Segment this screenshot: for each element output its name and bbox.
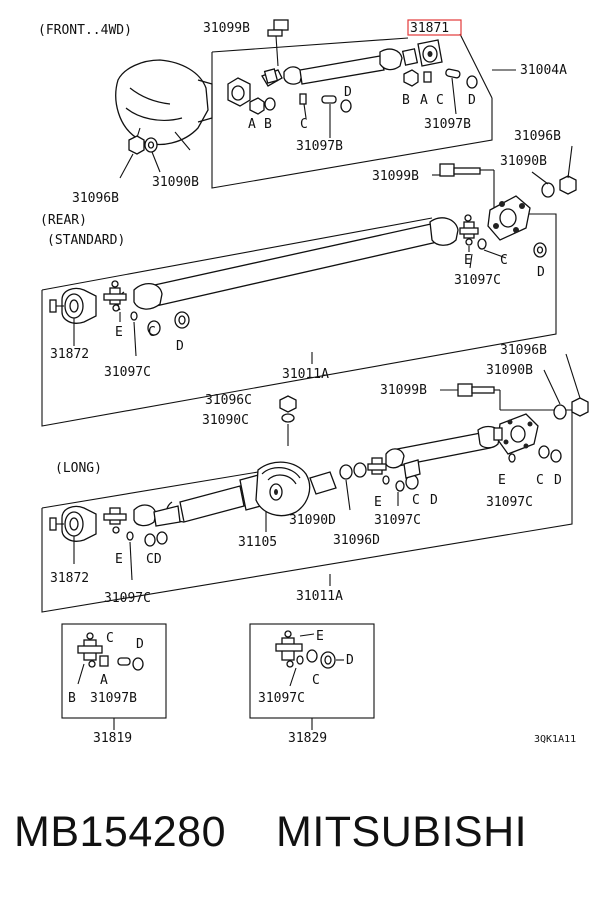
- center-bearing-nut-31096c: [279, 395, 297, 446]
- front-joint-parts-right: [403, 68, 478, 115]
- standard-header: (STANDARD): [47, 233, 125, 248]
- rear-spider-right: [459, 214, 547, 269]
- rear-nut-washer-top: [531, 145, 577, 198]
- label-31099b-front: 31099B: [203, 21, 250, 36]
- label-rear-d2: D: [176, 339, 184, 354]
- long-intermediate-joint: [309, 457, 419, 511]
- label-31097b-front-right: 31097B: [424, 117, 471, 132]
- label-front-d2: D: [468, 93, 476, 108]
- rear-standard-tube: [117, 217, 459, 311]
- label-rear-c2: C: [148, 325, 156, 340]
- label-front-c1: C: [300, 117, 308, 132]
- label-31090d: 31090D: [289, 513, 336, 528]
- label-31097c-rear-right: 31097C: [454, 273, 501, 288]
- part-number-line: MB154280 MITSUBISHI: [14, 808, 594, 857]
- label-31105: 31105: [238, 535, 277, 550]
- kit-31829: E D C 31097C 31829: [249, 623, 375, 746]
- label-31090b-rear: 31090B: [500, 154, 547, 169]
- label-31097c-long-right: 31097C: [486, 495, 533, 510]
- label-kit1-c: C: [106, 631, 114, 646]
- long-bolt-31099b: [457, 383, 501, 410]
- drive-shaft-exploded-view: (FRONT..4WD) (REAR) (STANDARD) (LONG): [38, 19, 589, 746]
- label-31097b-front-left: 31097B: [296, 139, 343, 154]
- rear-standard-section: 31099B 31096B 31090B E C D 31097C 31872 …: [41, 129, 577, 427]
- label-long-e1: E: [498, 473, 506, 488]
- front-4wd-header: (FRONT..4WD): [38, 23, 132, 38]
- label-rear-d1: D: [537, 265, 545, 280]
- rear-header: (REAR): [40, 213, 87, 228]
- label-31819: 31819: [93, 731, 132, 746]
- label-31872-long: 31872: [50, 571, 89, 586]
- label-31096b-rear: 31096B: [514, 129, 561, 144]
- label-31011a-long: 31011A: [296, 589, 343, 604]
- label-rear-c1: C: [500, 253, 508, 268]
- long-flange-yoke: [493, 413, 562, 463]
- label-kit1-d: D: [136, 637, 144, 652]
- rear-flange-yoke: [487, 195, 531, 241]
- highlight-31871: [407, 19, 462, 36]
- label-long-d1: D: [554, 473, 562, 488]
- label-kit2-c: C: [312, 673, 320, 688]
- label-31011a-rear: 31011A: [282, 367, 329, 382]
- label-long-d2: D: [430, 493, 438, 508]
- label-31872-rear: 31872: [50, 347, 89, 362]
- front-joint-parts-left: [249, 93, 352, 138]
- label-31097b-kit: 31097B: [90, 691, 137, 706]
- label-31097c-rear-left: 31097C: [104, 365, 151, 380]
- label-long-e4: E: [115, 552, 123, 567]
- label-kit1-a: A: [100, 673, 108, 688]
- front-bolt-31099b: [267, 19, 289, 67]
- label-31829: 31829: [288, 731, 327, 746]
- front-section: 31099B 31871 31004A A B C D 31097B B A C…: [72, 19, 567, 206]
- brand-name: MITSUBISHI: [276, 808, 528, 856]
- label-long-c2: C: [412, 493, 420, 508]
- label-rear-e1: E: [464, 253, 472, 268]
- front-differential-housing: [115, 59, 213, 151]
- label-front-b2: B: [402, 93, 410, 108]
- long-header: (LONG): [55, 461, 102, 476]
- long-rear-tube: [385, 425, 501, 479]
- label-front-a2: A: [420, 93, 428, 108]
- front-left-nut-and-washer: [119, 135, 161, 179]
- long-nut-washer-top: [543, 353, 589, 420]
- label-kit2-d: D: [346, 653, 354, 668]
- label-front-a1: A: [248, 117, 256, 132]
- part-number: MB154280: [14, 808, 226, 856]
- front-propeller-shaft: [227, 39, 443, 107]
- label-long-e2: E: [374, 495, 382, 510]
- label-31097c-long-left: 31097C: [104, 591, 151, 606]
- label-31090b-long: 31090B: [486, 363, 533, 378]
- rear-bolt-31099b: [439, 163, 495, 214]
- drawing-code: 3QK1A11: [534, 734, 576, 745]
- label-31096b-long: 31096B: [500, 343, 547, 358]
- label-31096d: 31096D: [333, 533, 380, 548]
- label-front-d1: D: [344, 85, 352, 100]
- label-kit1-b: B: [68, 691, 76, 706]
- long-spider-left: [103, 504, 181, 581]
- label-31090c: 31090C: [202, 413, 249, 428]
- label-long-c1: C: [536, 473, 544, 488]
- label-31097c-kit: 31097C: [258, 691, 305, 706]
- label-front-b1: B: [264, 117, 272, 132]
- label-31096c: 31096C: [205, 393, 252, 408]
- label-kit2-e: E: [316, 629, 324, 644]
- kit-31819: C D A B 31097B 31819: [61, 623, 167, 746]
- rear-front-sleeve-yoke: [49, 287, 97, 324]
- label-31004a: 31004A: [520, 63, 567, 78]
- label-31097c-long-mid: 31097C: [374, 513, 421, 528]
- rear-spider-left: [103, 280, 190, 357]
- center-bearing-31105: [165, 461, 311, 532]
- label-31099b-rear: 31099B: [372, 169, 419, 184]
- label-31096b-front: 31096B: [72, 191, 119, 206]
- label-31099b-long: 31099B: [380, 383, 427, 398]
- label-31090b-front: 31090B: [152, 175, 199, 190]
- label-long-cd4: CD: [146, 552, 162, 567]
- label-31871: 31871: [410, 21, 449, 36]
- label-front-c2: C: [436, 93, 444, 108]
- label-rear-e2: E: [115, 325, 123, 340]
- long-front-sleeve-yoke: [49, 505, 97, 564]
- rear-long-section: 31096B 31090B 31099B 31096C 31090C: [41, 343, 589, 613]
